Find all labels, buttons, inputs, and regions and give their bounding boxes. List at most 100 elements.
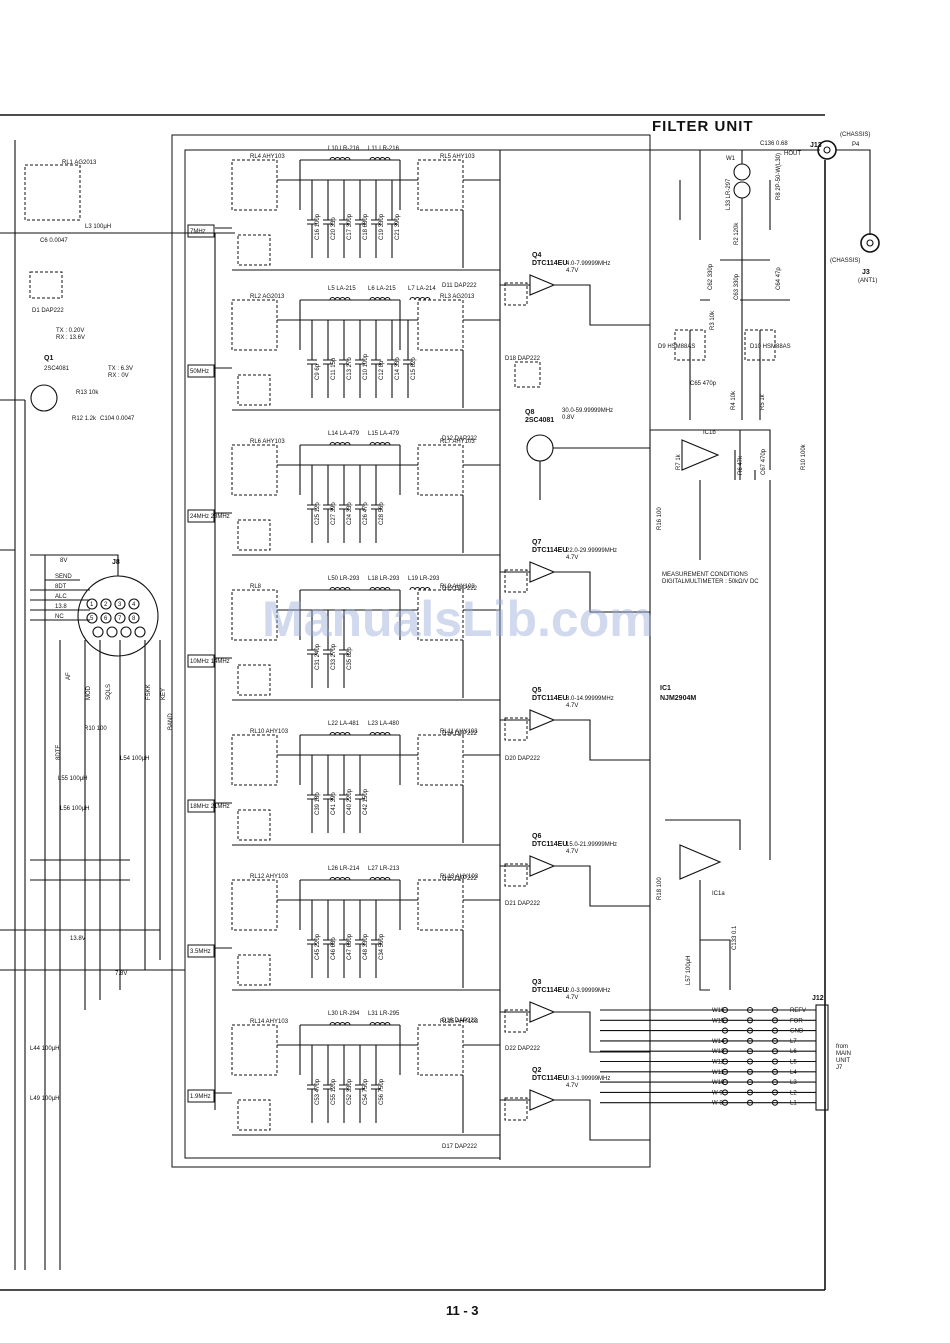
coil-turn: [344, 586, 351, 591]
svg-text:(CHASSIS): (CHASSIS): [830, 258, 860, 264]
svg-text:L44 100μH: L44 100μH: [30, 1046, 59, 1052]
coil-label: L11 LR-216: [368, 146, 400, 152]
transistor-ref: Q5: [532, 687, 541, 694]
coil-turn: [344, 441, 351, 446]
capacitor-label: C25 12p: [315, 502, 321, 525]
capacitor: [323, 900, 333, 978]
diode-label: D15 DAP222: [442, 876, 478, 882]
coil-turn: [344, 156, 351, 161]
capacitor: [371, 900, 381, 978]
coil-label: L50 LR-293: [328, 576, 360, 582]
capacitor: [403, 320, 413, 398]
diode-box: [237, 954, 271, 986]
transistor-ref: Q4: [532, 252, 541, 259]
j8-pin-number: 8: [132, 616, 136, 622]
coil-label: L10 LR-216: [328, 146, 360, 152]
relay-label: RL14 AHY103: [250, 1019, 289, 1025]
capacitor: [307, 465, 317, 543]
band-label: 24MHz 28MHz: [190, 514, 230, 520]
capacitor-label: C15 82p: [411, 357, 417, 380]
coil-turn: [344, 1021, 351, 1026]
capacitor: [307, 610, 317, 688]
transistor-part: DTC114EU: [532, 547, 567, 554]
svg-text:(ANT1): (ANT1): [858, 278, 877, 284]
relay-left: [231, 589, 278, 641]
capacitor: [307, 1045, 317, 1123]
signal-label: KEY: [161, 688, 167, 700]
svg-text:J13: J13: [810, 142, 822, 149]
coil-label: L31 LR-295: [368, 1011, 400, 1017]
capacitor: [339, 900, 349, 978]
diode-box: [237, 374, 271, 406]
svg-text:P4: P4: [852, 142, 860, 148]
rf-output-bus: [499, 149, 820, 1160]
j12-left-label: W15: [712, 1018, 725, 1024]
svg-text:R10 100: R10 100: [84, 726, 107, 732]
relay-label: RL15 AHY103: [440, 1019, 479, 1025]
band-label-box: [187, 799, 215, 813]
j8-pin-number: 1: [90, 602, 94, 608]
relay-right: [417, 299, 464, 351]
diode-box: [237, 1099, 271, 1131]
coil-turn: [344, 731, 351, 736]
j8-pin-number: 3: [118, 602, 122, 608]
signal-label: BAND: [168, 713, 174, 730]
coil-turn: [409, 296, 416, 301]
band-wiring: [215, 299, 500, 411]
capacitor-label: C40 220p: [347, 788, 353, 815]
band-range: 30.0-59.99999MHz: [562, 408, 613, 414]
capacitor: [355, 900, 365, 978]
coil-label: L26 LR-214: [328, 866, 360, 872]
capacitor: [307, 180, 317, 258]
left-signal-lines: [0, 140, 185, 1270]
capacitor: [339, 320, 349, 398]
relay-label: RL9 AHY103: [440, 584, 475, 590]
svg-text:R13 10k: R13 10k: [76, 390, 99, 396]
j12-right-label: FOR: [790, 1018, 803, 1024]
svg-text:UNIT: UNIT: [836, 1058, 850, 1064]
svg-text:J12: J12: [812, 995, 824, 1002]
coil-label: L18 LR-293: [368, 576, 400, 582]
transistor-ref: Q8: [525, 409, 534, 416]
svg-text:C6 0.0047: C6 0.0047: [40, 238, 68, 244]
swr-part-label: R10 100k: [801, 443, 807, 470]
diode-label: D21 DAP222: [505, 901, 541, 907]
coil-turn: [384, 731, 391, 736]
j12-left-label: W10: [712, 1080, 725, 1086]
relay-label: RL2 AG2013: [250, 294, 285, 300]
capacitor-label: C14 33p: [395, 357, 401, 380]
swr-part-label: W1: [726, 156, 736, 162]
band-wiring: [215, 444, 500, 556]
rf-input-line: [0, 232, 235, 1110]
j12-left-label: W12: [712, 1060, 725, 1066]
j12-left-label: W 8: [712, 1101, 723, 1107]
page-number: 11 - 3: [446, 1303, 479, 1318]
coil-turn: [424, 586, 431, 591]
capacitor-label: C53 470p: [315, 1078, 321, 1105]
swr-part-label: R8 2P-50-W(L30): [776, 153, 782, 200]
diode-label: D12 DAP222: [442, 436, 478, 442]
svg-text:D1 DAP222: D1 DAP222: [32, 308, 64, 314]
buffer-triangle: [529, 855, 556, 877]
band-voltage: 4.7V: [566, 849, 578, 855]
capacitor: [371, 180, 381, 258]
relay-right: [417, 159, 464, 211]
j8-pin-138: 13.8: [55, 604, 67, 610]
svg-text:IC1a: IC1a: [712, 891, 725, 897]
signal-label: 8DTE: [56, 745, 62, 760]
j8-pin: [114, 612, 126, 624]
band-range: 4.0-7.99999MHz: [566, 261, 610, 267]
capacitor: [355, 180, 365, 258]
transistor-ref: Q3: [532, 979, 541, 986]
capacitor: [371, 320, 381, 398]
band-label: 50MHz: [190, 369, 209, 375]
svg-text:RX : 0V: RX : 0V: [108, 373, 129, 379]
